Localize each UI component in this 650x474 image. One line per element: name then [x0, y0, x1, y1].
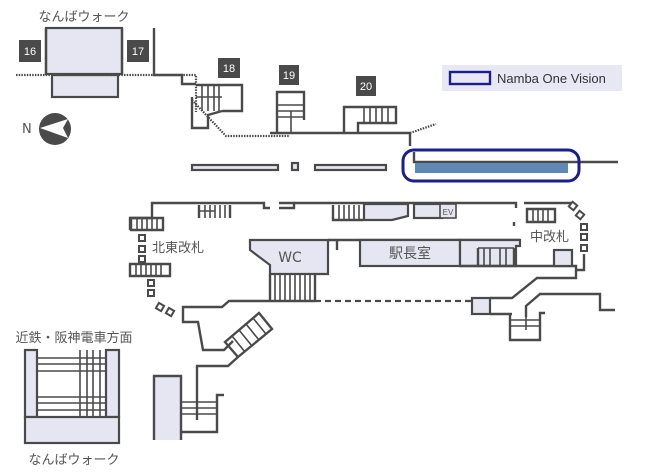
north-arrow-icon [39, 113, 71, 145]
station-office-label: 駅長室 [389, 245, 431, 262]
corridor-ramp-east [490, 276, 566, 300]
north-label: N [22, 122, 32, 137]
namba-one-vision-display[interactable] [415, 163, 568, 173]
stairs-18 [190, 83, 290, 138]
northeast-gate-turnstiles [138, 234, 176, 318]
central-gate-stairs [525, 207, 557, 224]
namba-walk-stair-block [50, 73, 120, 99]
exit-18-label: 18 [223, 63, 235, 75]
exit-20-label: 20 [360, 81, 372, 93]
stairs-east [476, 247, 516, 266]
corridor-east-wall [524, 292, 615, 317]
platform-pillar [290, 161, 300, 172]
exit-17-label: 17 [132, 46, 144, 58]
wc-label: WC [278, 250, 302, 266]
room-north [362, 202, 410, 222]
exit-17[interactable]: 17 [127, 40, 149, 62]
elevator[interactable] [439, 203, 457, 219]
namba-walk-top-block [44, 26, 124, 76]
exit-16-label: 16 [24, 46, 36, 58]
exit-20[interactable]: 20 [356, 76, 376, 96]
platform-bar [313, 163, 388, 172]
dotted-boundary-east [409, 122, 437, 135]
central-gate-booth [552, 248, 574, 268]
legend: Namba One Vision [442, 65, 622, 91]
concourse-south-wall [460, 264, 578, 280]
kintetsu-hanshin-block [23, 348, 121, 445]
stairs-nw [197, 205, 232, 218]
dotted-boundary [16, 73, 198, 112]
northeast-gate-stairs [128, 216, 172, 278]
stairs-20 [342, 105, 398, 133]
platform-edge-wall [412, 152, 618, 164]
exit-19-label: 19 [283, 70, 295, 82]
northeast-gate-label[interactable]: 北東改札 [152, 240, 204, 256]
room-se [470, 296, 492, 316]
elevator-room [412, 202, 444, 220]
stairs-diagonal [223, 311, 274, 359]
namba-walk-label-top: なんばウォーク [38, 10, 129, 25]
wall-notch [279, 201, 296, 210]
corridor-south-wall [195, 356, 239, 420]
stairs-wc [268, 274, 317, 300]
wall-segment [576, 254, 586, 272]
exit-16[interactable]: 16 [19, 40, 41, 62]
legend-label: Namba One Vision [497, 71, 606, 86]
kintetsu-hanshin-label[interactable]: 近鉄・阪神電車方面 [15, 330, 132, 346]
exit-19[interactable]: 19 [279, 65, 299, 85]
central-gate-turnstiles [567, 200, 588, 252]
corridor-top-wall [270, 131, 412, 146]
stairs-sw [181, 393, 224, 434]
central-gate-label[interactable]: 中改札 [530, 230, 569, 245]
namba-walk-walls [44, 28, 124, 75]
corridor-south-west [181, 299, 315, 352]
namba-one-vision-highlight[interactable] [401, 148, 581, 183]
namba-walk-label-bottom[interactable]: なんばウォーク [28, 453, 119, 468]
exit-18[interactable]: 18 [218, 58, 240, 78]
stairs-se [508, 311, 545, 342]
stairs-north-mid [331, 205, 363, 222]
room-sw [154, 376, 181, 440]
stairs-19 [275, 90, 306, 133]
elevator-label: EV [443, 208, 454, 217]
platform-bar [190, 163, 280, 172]
legend-outline-swatch [448, 70, 492, 86]
station-office[interactable] [358, 238, 462, 268]
